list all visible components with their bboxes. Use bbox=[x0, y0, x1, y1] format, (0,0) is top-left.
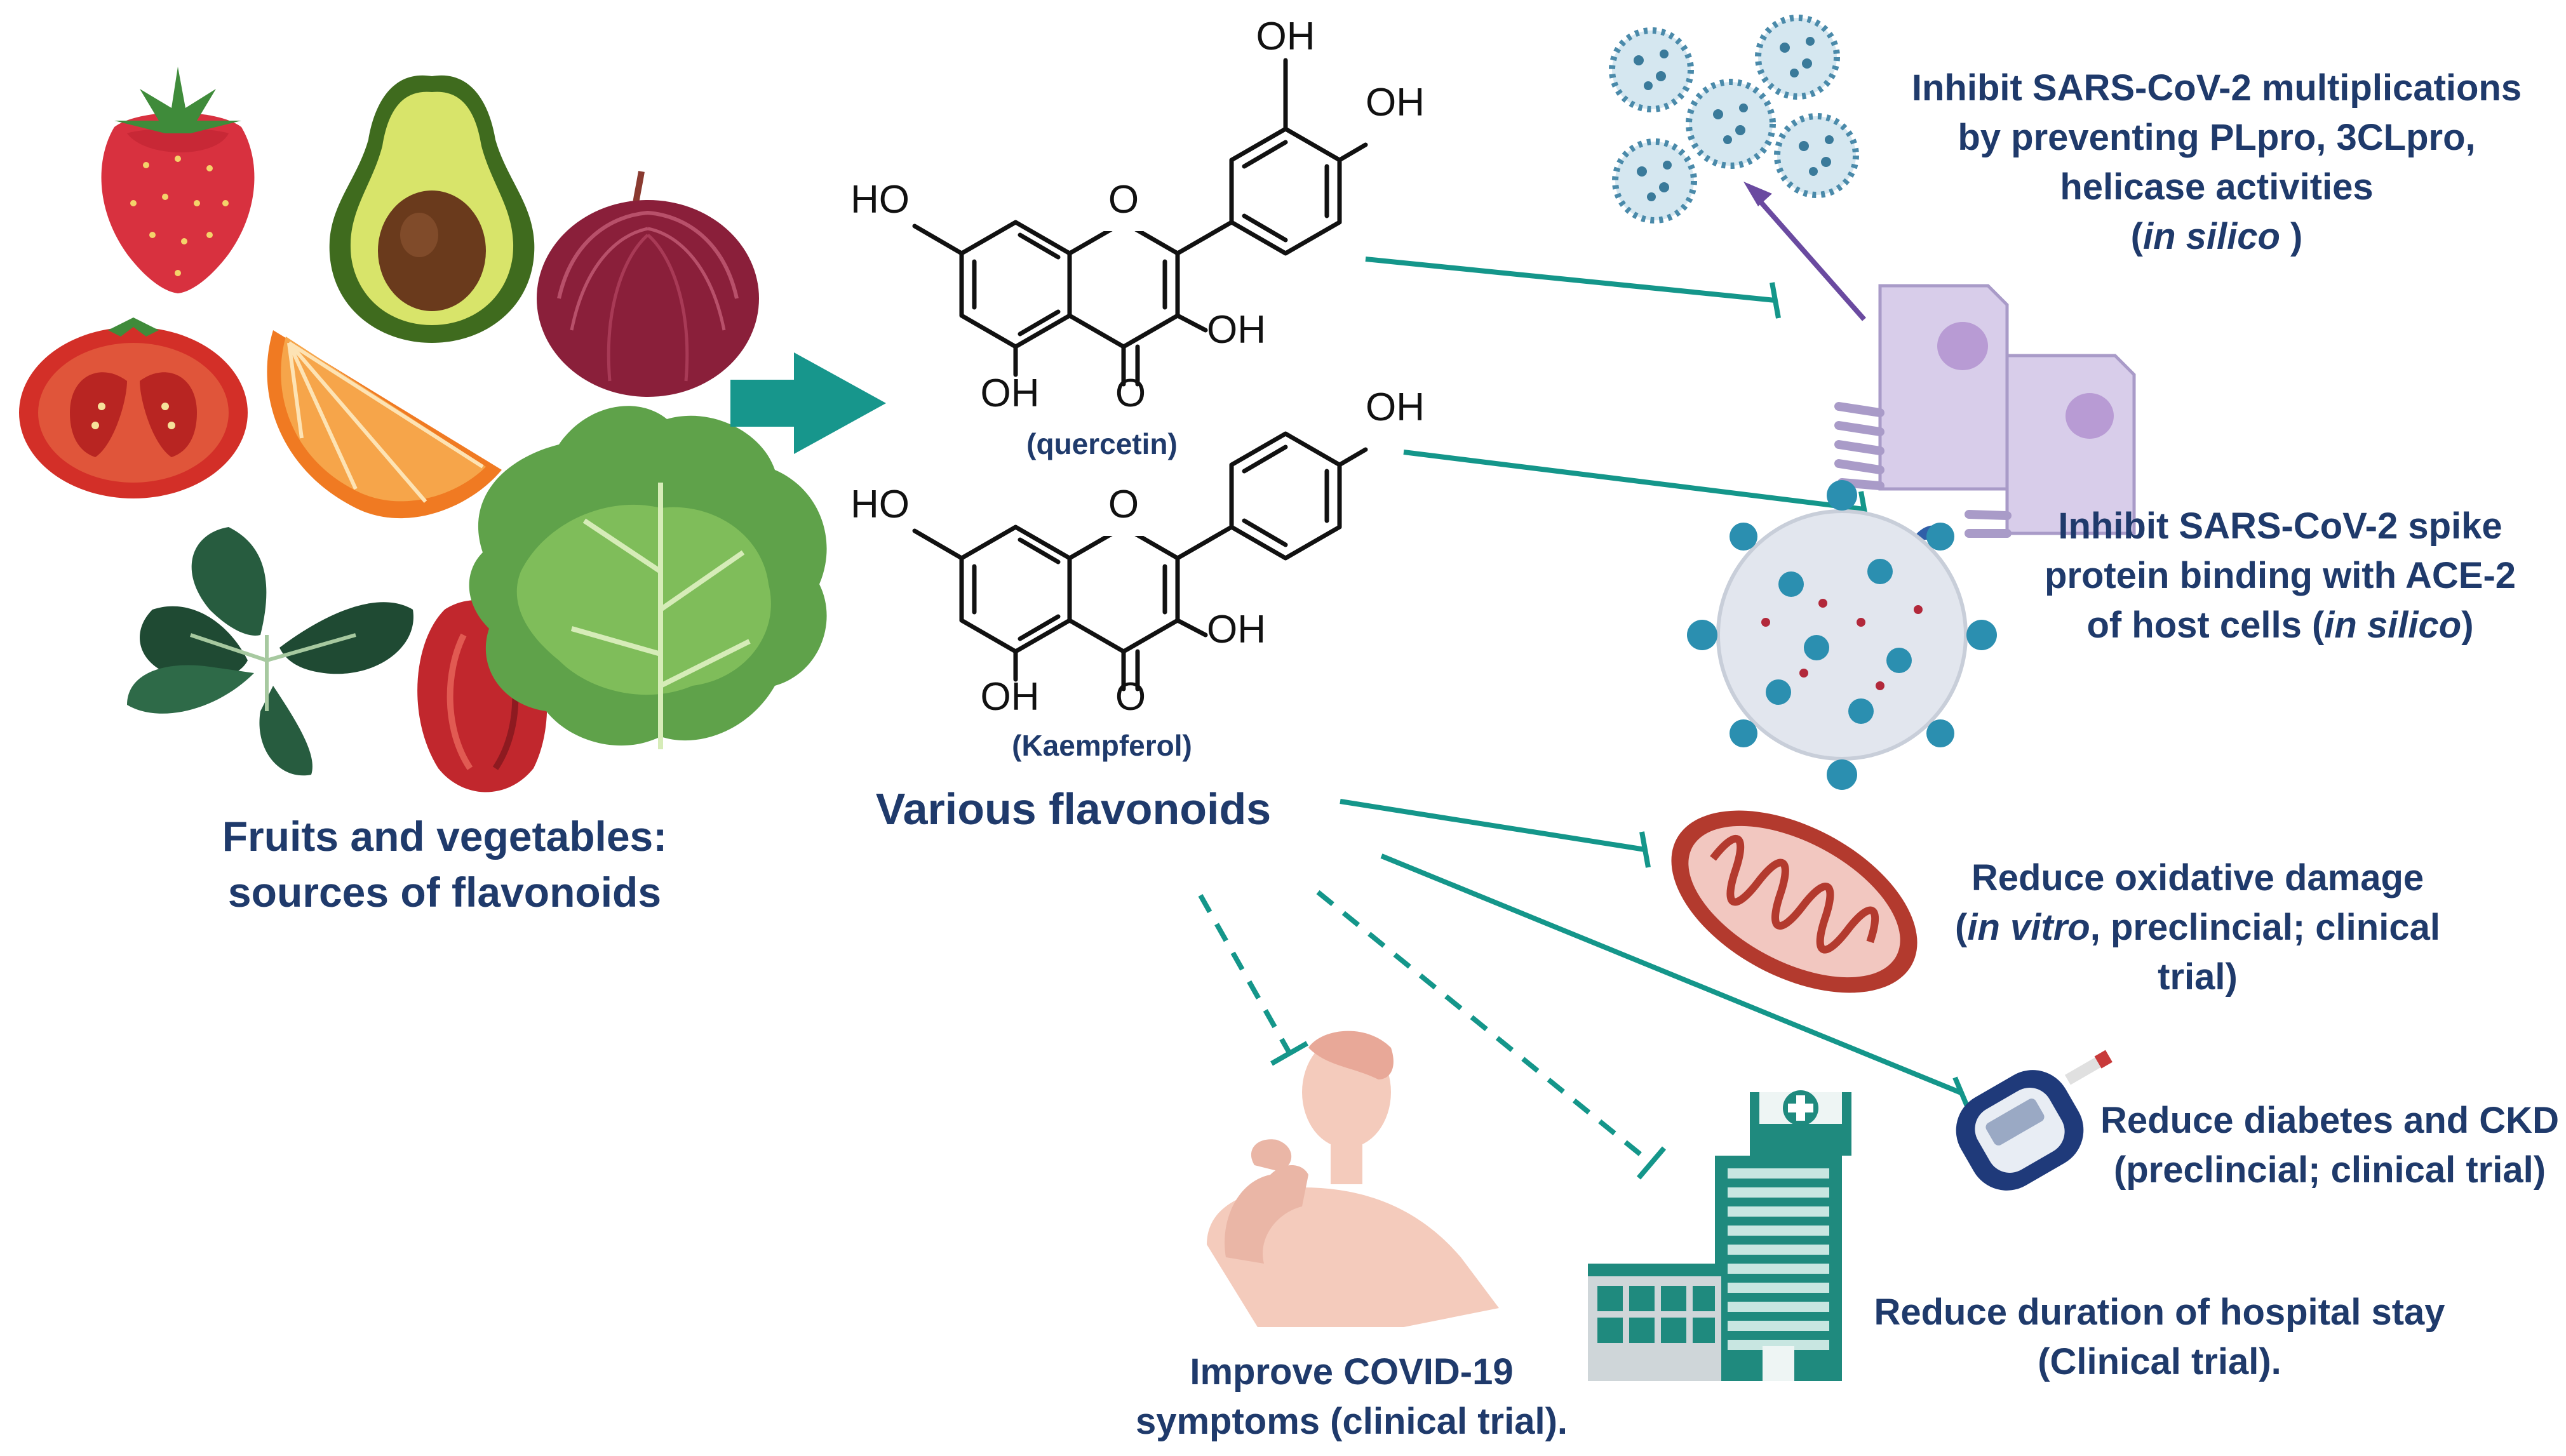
kaempferol-oh-3: OH bbox=[1207, 608, 1266, 651]
kaempferol-ho-7: HO bbox=[850, 483, 910, 526]
strawberry-illustration bbox=[101, 67, 255, 293]
oxidative-line1: Reduce oxidative damage bbox=[1972, 857, 2424, 898]
activation-arrow-icon bbox=[1743, 182, 1867, 321]
effect-oxidative-label: Reduce oxidative damage (in vitro, precl… bbox=[1955, 857, 2440, 998]
spike-line2: protein binding with ACE-2 bbox=[2045, 555, 2516, 596]
kaempferol-structure: O HO OH O OH OH bbox=[850, 385, 1425, 719]
oxidative-line3: trial) bbox=[2158, 956, 2238, 998]
spike-line1: Inhibit SARS-CoV-2 spike bbox=[2058, 505, 2502, 547]
effect-spike-label: Inhibit SARS-CoV-2 spike protein binding… bbox=[2045, 505, 2516, 646]
spike-line3: of host cells (in silico) bbox=[2086, 604, 2473, 646]
multiplication-line2: by preventing PLpro, 3CLpro, bbox=[1958, 117, 2475, 158]
virus-cluster-icon bbox=[1609, 15, 1859, 224]
quercetin-oh-4prime: OH bbox=[1366, 81, 1425, 124]
hospital-line1: Reduce duration of hospital stay bbox=[1874, 1292, 2445, 1333]
orange-illustration bbox=[267, 330, 502, 519]
effect-diabetes-label: Reduce diabetes and CKD (preclincial; cl… bbox=[2100, 1100, 2559, 1191]
diabetes-line1: Reduce diabetes and CKD bbox=[2100, 1100, 2559, 1141]
main-arrow-icon bbox=[730, 352, 886, 454]
spinach-illustration bbox=[127, 527, 413, 776]
symptoms-line2: symptoms (clinical trial). bbox=[1136, 1401, 1568, 1442]
effect-symptoms-label: Improve COVID-19 symptoms (clinical tria… bbox=[1136, 1351, 1568, 1442]
quercetin-oh-5: OH bbox=[981, 371, 1040, 415]
kaempferol-oh-4prime: OH bbox=[1366, 385, 1425, 429]
kaempferol-carbonyl-oxygen: O bbox=[1115, 675, 1146, 719]
sources-label-line1: Fruits and vegetables: bbox=[222, 813, 668, 860]
sources-label-line2: sources of flavonoids bbox=[228, 869, 661, 916]
avocado-illustration bbox=[329, 75, 535, 343]
tomato-illustration bbox=[19, 317, 248, 498]
multiplication-line3: helicase activities bbox=[2060, 166, 2373, 208]
coronavirus-icon bbox=[1687, 480, 1997, 790]
quercetin-structure: O HO OH O OH OH OH bbox=[850, 15, 1425, 415]
hospital-line2: (Clinical trial). bbox=[2038, 1341, 2281, 1382]
lettuce-illustration bbox=[469, 406, 827, 749]
kaempferol-ring-oxygen: O bbox=[1108, 483, 1139, 526]
oxidative-line2: (in vitro, preclincial; clinical bbox=[1955, 907, 2440, 948]
coughing-person-icon bbox=[1207, 1031, 1499, 1327]
kaempferol-oh-5: OH bbox=[981, 675, 1040, 719]
onion-illustration bbox=[537, 171, 759, 397]
quercetin-label: (quercetin) bbox=[1026, 427, 1178, 460]
multiplication-line4: (in silico ) bbox=[2131, 216, 2303, 257]
food-illustrations bbox=[19, 67, 827, 792]
quercetin-oh-3: OH bbox=[1207, 308, 1266, 352]
quercetin-carbonyl-oxygen: O bbox=[1115, 371, 1146, 415]
various-flavonoids-label: Various flavonoids bbox=[876, 784, 1271, 834]
diabetes-line2: (preclincial; clinical trial) bbox=[2114, 1149, 2546, 1191]
kaempferol-label: (Kaempferol) bbox=[1012, 729, 1192, 762]
effect-hospital-label: Reduce duration of hospital stay (Clinic… bbox=[1874, 1292, 2445, 1382]
quercetin-ho-7: HO bbox=[850, 178, 910, 222]
quercetin-ring-oxygen: O bbox=[1108, 178, 1139, 222]
glucometer-icon bbox=[1956, 1050, 2113, 1191]
symptoms-line1: Improve COVID-19 bbox=[1190, 1351, 1513, 1393]
host-cells-icon bbox=[1834, 284, 2136, 540]
effect-multiplication-label: Inhibit SARS-CoV-2 multiplications by pr… bbox=[1912, 67, 2522, 257]
quercetin-oh-3prime: OH bbox=[1256, 15, 1315, 58]
multiplication-line1: Inhibit SARS-CoV-2 multiplications bbox=[1912, 67, 2522, 109]
mitochondrion-icon bbox=[1671, 810, 1918, 993]
hospital-icon bbox=[1588, 1090, 1851, 1381]
